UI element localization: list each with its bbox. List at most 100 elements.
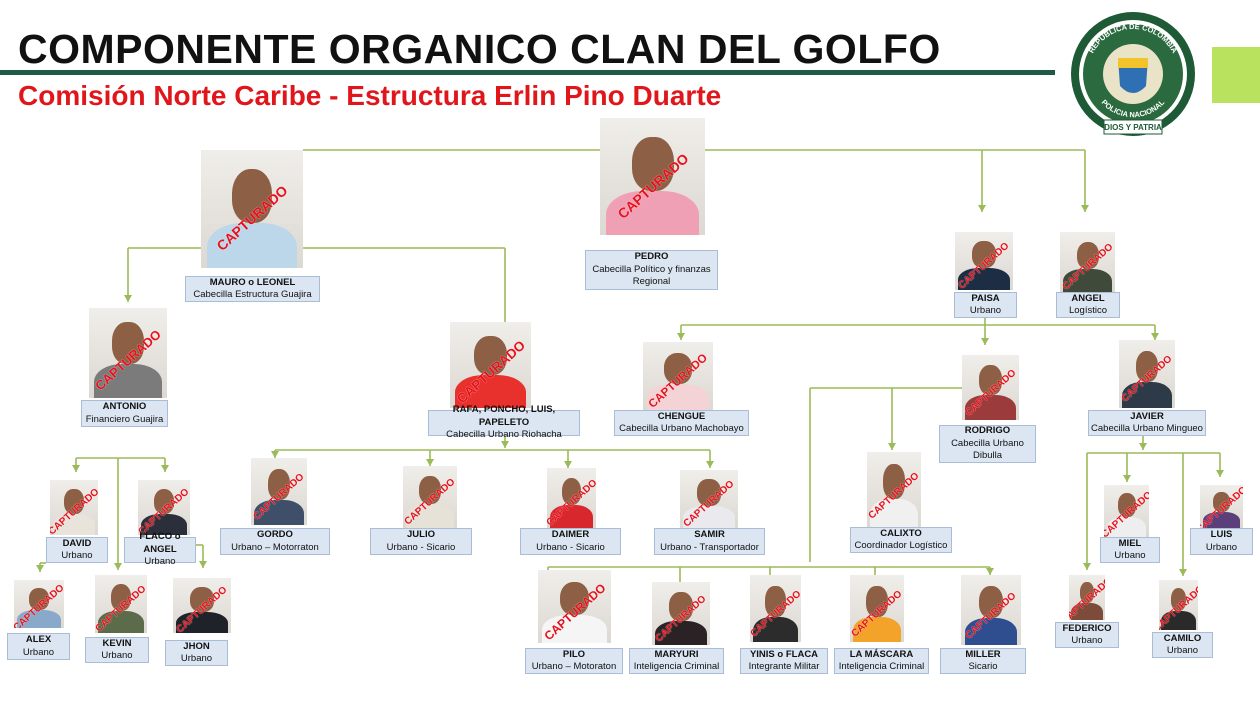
member-name: MIEL: [1118, 537, 1142, 549]
arrowhead-icon: [161, 465, 169, 472]
arrowhead-icon: [426, 459, 434, 466]
arrowhead-icon: [1139, 443, 1147, 450]
member-name: SAMIR: [694, 529, 725, 540]
member-role: Cabecilla Urbano Dibulla: [951, 437, 1024, 462]
photo-gordo: CAPTURADO: [251, 458, 307, 525]
photo-calixto: CAPTURADO: [867, 452, 921, 528]
person-silhouette: [958, 267, 1010, 290]
arrowhead-icon: [1179, 569, 1187, 576]
member-name: JAVIER: [1130, 410, 1164, 422]
photo-maryuri: CAPTURADO: [652, 582, 710, 645]
person-silhouette: [17, 609, 61, 628]
photo-yinis: CAPTURADO: [750, 575, 801, 642]
person-head: [1170, 588, 1187, 611]
person-silhouette: [454, 375, 527, 408]
photo-miel: CAPTURADO: [1104, 485, 1149, 537]
person-head: [190, 586, 214, 613]
member-name: RAFA, PONCHO, LUIS, PAPELETO: [452, 404, 556, 428]
person-head: [1212, 491, 1231, 512]
person-head: [664, 352, 692, 385]
arrowhead-icon: [677, 333, 685, 340]
person-head: [697, 479, 721, 506]
member-name: JHON: [183, 640, 210, 652]
member-name: FEDERICO: [1062, 622, 1112, 634]
person-silhouette: [207, 223, 297, 268]
member-name: LA MÁSCARA: [849, 648, 914, 660]
member-name: FLACO o ANGEL: [139, 531, 181, 555]
photo-chengue: CAPTURADO: [643, 342, 713, 410]
person-silhouette: [1122, 382, 1172, 408]
member-role: Urbano – Motorraton: [231, 541, 319, 553]
arrowhead-icon: [72, 465, 80, 472]
arrowhead-icon: [501, 441, 509, 448]
member-name: MAURO o LEONEL: [209, 276, 296, 288]
arrowhead-icon: [124, 295, 132, 302]
member-role: Urbano: [1114, 550, 1146, 561]
person-head: [559, 581, 590, 616]
member-name: ANTONIO: [102, 401, 147, 412]
photo-angel: CAPTURADO: [1060, 232, 1115, 292]
photo-miller: CAPTURADO: [961, 575, 1021, 645]
person-silhouette: [406, 504, 454, 528]
person-silhouette: [853, 616, 901, 642]
person-head: [29, 587, 49, 610]
member-role: Sicario: [968, 661, 998, 672]
photo-antonio: CAPTURADO: [89, 308, 167, 398]
page-title: COMPONENTE ORGANICO CLAN DEL GOLFO: [18, 26, 941, 72]
accent-block: [1212, 47, 1260, 103]
member-name: ANGEL: [1071, 292, 1105, 304]
person-silhouette: [52, 514, 96, 535]
person-head: [1079, 582, 1095, 603]
person-head: [883, 464, 905, 500]
member-role: Urbano – Motoraton: [531, 661, 617, 672]
arrowhead-icon: [36, 565, 44, 572]
photo-paisa: CAPTURADO: [955, 232, 1013, 290]
person-silhouette: [647, 384, 709, 410]
photo-kevin: CAPTURADO: [95, 575, 147, 633]
person-head: [1076, 241, 1099, 270]
arrowhead-icon: [271, 451, 279, 458]
member-role: Urbano: [22, 646, 55, 658]
member-role: Urbano: [61, 550, 93, 561]
arrowhead-icon: [1151, 333, 1159, 340]
arrowhead-icon: [1083, 563, 1091, 570]
member-role: Coordinador Logístico: [854, 540, 948, 551]
photo-mauro: CAPTURADO: [201, 150, 303, 268]
member-name: DAIMER: [551, 529, 590, 540]
photo-samir: CAPTURADO: [680, 470, 738, 528]
member-name: PILO: [562, 648, 586, 660]
person-silhouette: [606, 190, 699, 235]
member-role: Urbano: [1071, 635, 1103, 646]
member-name: LUIS: [1210, 529, 1233, 540]
arrowhead-icon: [706, 461, 714, 468]
person-head: [631, 136, 674, 191]
person-silhouette: [542, 615, 607, 643]
photo-julio: CAPTURADO: [403, 466, 457, 528]
member-role: Urbano: [101, 650, 133, 661]
member-role: Cabecilla Urbano Riohacha: [446, 429, 562, 441]
arrowhead-icon: [199, 561, 207, 568]
member-name: RODRIGO: [964, 425, 1011, 437]
member-name: YINIS o FLACA: [749, 648, 819, 660]
person-silhouette: [1202, 511, 1241, 528]
photo-federico: CAPTURADO: [1069, 575, 1105, 620]
person-silhouette: [870, 499, 918, 528]
photo-luis: CAPTURADO: [1200, 485, 1243, 528]
arrowhead-icon: [888, 443, 896, 450]
person-silhouette: [655, 621, 707, 645]
